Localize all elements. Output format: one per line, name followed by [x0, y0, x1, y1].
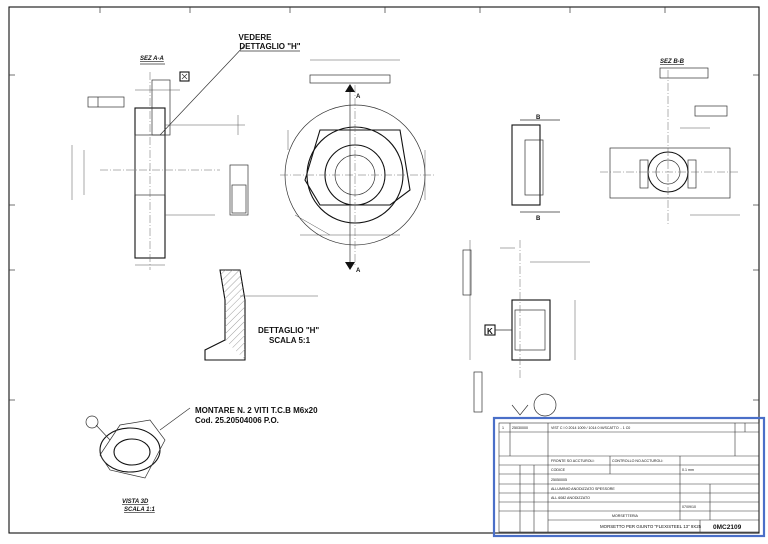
iso-view: MONTARE N. 2 VITI T.C.B M6x20 Cod. 25.20… [85, 406, 318, 513]
tb-rev-num: 1 [502, 426, 504, 430]
detail-h-title: DETTAGLIO "H" [258, 326, 319, 335]
section-k-view: K [462, 240, 590, 417]
detail-h-scale: SCALA 5:1 [269, 336, 311, 345]
tb-treatment: ALLUMINIO ANODIZZATO SPESSORE [551, 487, 615, 491]
flatness-symbol [179, 71, 190, 82]
section-a-view: SEZ A-A [71, 44, 249, 270]
cut-b-top: B [536, 115, 541, 121]
tb-date: 07/09/10 [682, 505, 696, 509]
see-detail-line2: DETTAGLIO "H" [239, 42, 300, 51]
tb-tolerance: CONTROLLO NO ACCTUROLI: [612, 459, 663, 463]
iso-view-label: VISTA 3D [122, 499, 149, 505]
tb-scale-value: 0.1 mm [682, 468, 694, 472]
mount-note-1: MONTARE N. 2 VITI T.C.B M6x20 [195, 406, 318, 415]
title-block: 1 25030000 VIST C I 0 2014 1009 / 1014 0… [492, 416, 766, 538]
section-b-view: SEZ B-B [600, 59, 740, 225]
tb-description: MORSETTO PER GIUNTO "FLEXISTEEL 13" 9X25 [600, 524, 702, 529]
section-b-label: SEZ B-B [660, 59, 685, 65]
section-a-label: SEZ A-A [140, 56, 164, 62]
tb-drawing-number: 0MC2109 [713, 524, 742, 531]
tb-rev-code: 25030000 [512, 426, 528, 430]
iso-scale-label: SCALA 1:1 [124, 507, 155, 513]
border-ticks [9, 7, 759, 401]
tb-rough-label: CODICE [551, 468, 566, 472]
tb-group: MORSETTERIA [612, 514, 639, 518]
tb-qty-label: FRONTE SO ACCTUROLI: [551, 459, 595, 463]
mount-note-2: Cod. 25.20504006 P.O. [195, 416, 279, 425]
title-block-highlight [492, 416, 766, 538]
tb-rev-note: VIST C I 0 2014 1009 / 1014 0 M/SCATTO .… [551, 426, 630, 430]
tb-material: ALL 6082 ANODIZZATO [551, 496, 590, 500]
cut-b-bottom: B [536, 216, 541, 222]
detail-h-view: DETTAGLIO "H" SCALA 5:1 [204, 269, 319, 361]
datum-k-label: K [487, 327, 493, 336]
cut-a-top: A [356, 94, 361, 100]
tb-code: 25050005 [551, 478, 567, 482]
front-view: A A [280, 59, 435, 274]
see-detail-line1: VEDERE [239, 33, 273, 42]
sheet-border [8, 6, 760, 534]
side-view-b: B B [511, 115, 560, 222]
cut-a-bottom: A [356, 268, 361, 274]
